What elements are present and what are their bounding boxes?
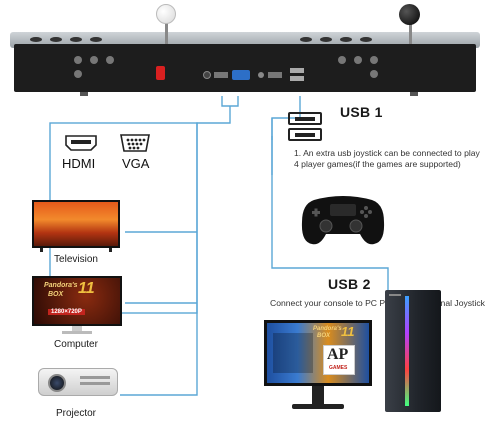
vga-port-icon [118,132,152,154]
joystick-right-shaft [409,18,412,44]
joystick-left-ball [156,4,176,24]
pc-tower-image [385,290,441,412]
monitor-brand-sub: GAMES [329,365,348,371]
hdmi-label: HDMI [62,156,96,171]
hdmi-port-icon [64,134,98,152]
gamepad-image [300,192,386,248]
console-port-power [203,71,211,79]
console-foot-left [80,92,88,96]
television-label: Television [54,254,98,265]
usb-port-icon-2 [288,128,322,141]
usb1-note: 1. An extra usb joystick can be connecte… [294,148,480,169]
computer-resolution: 1280×720P [48,309,85,315]
television-image [32,200,120,252]
projector-image [34,362,120,402]
computer-logo-line1: Pandora's [44,282,78,289]
console-foot-right [410,92,418,96]
monitor-brand: AP [327,346,349,363]
usb2-title: USB 2 [328,276,371,292]
computer-label: Computer [54,339,98,350]
console-port-audio [258,72,264,78]
console-body [14,44,476,92]
joystick-left-shaft [165,18,168,44]
joystick-right-ball [399,4,420,25]
front-buttons-right [338,56,398,78]
panel-buttons-left [30,37,120,43]
projector-label: Projector [55,408,96,419]
usb2-note: Connect your console to PC PS3 as an ext… [270,298,485,308]
computer-image: Pandora's BOX 11 1280×720P [32,276,122,334]
panel-buttons-right [300,37,390,43]
monitor-logo-num: 11 [341,324,355,339]
usb-port-icon-1 [288,112,322,125]
monitor-logo-line1: Pandora's [313,326,342,332]
vga-label: VGA [122,156,150,171]
console-port-vga [232,70,250,80]
computer-logo-line2: BOX [48,291,64,298]
console-port-usb-2 [290,76,304,81]
console-port-hdmi [214,72,228,78]
monitor-logo-line2: BOX [317,333,331,339]
front-buttons-left [74,56,134,78]
console-port-usb [290,68,304,73]
usb1-title: USB 1 [340,104,383,120]
power-switch [156,66,165,80]
computer-logo-num: 11 [78,280,95,297]
monitor-image: Pandora's BOX 11 AP GAMES [264,320,372,412]
console-port-extra [268,72,282,78]
arcade-console [10,32,480,96]
